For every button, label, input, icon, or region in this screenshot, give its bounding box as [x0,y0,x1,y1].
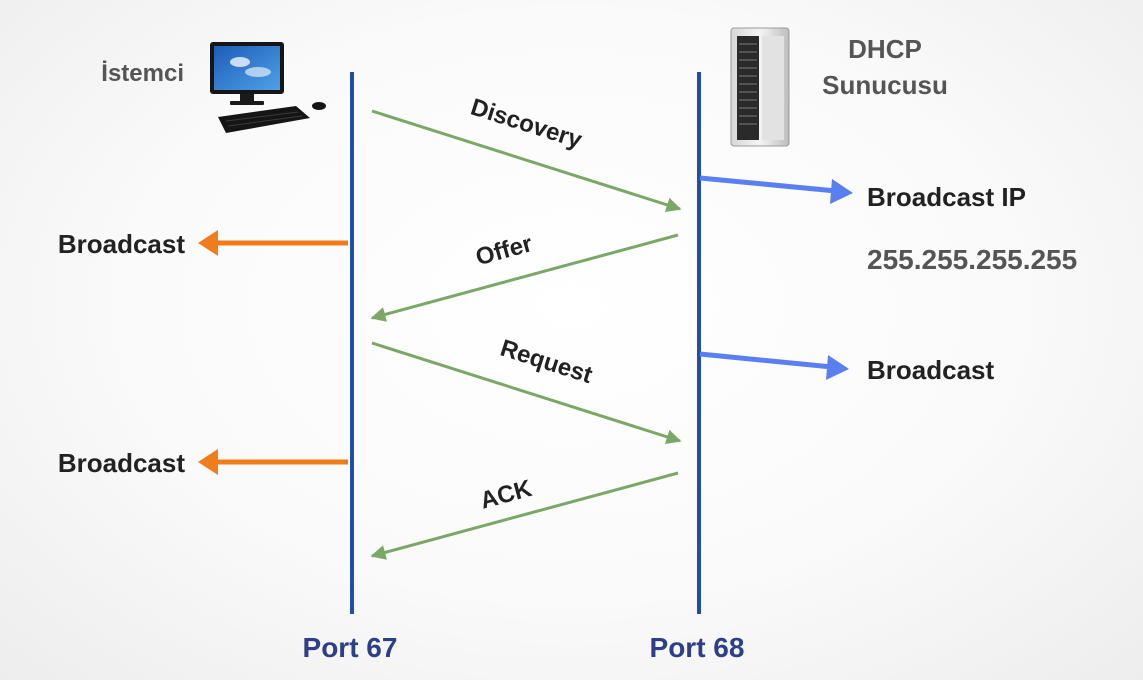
ack-arrow [370,471,679,560]
desktop-computer-icon [210,42,326,133]
right-broadcast-arrow-2 [699,351,849,380]
offer-arrow [370,233,679,322]
server-tower-icon [730,27,790,147]
broadcast-ip-value: 255.255.255.255 [867,244,1077,275]
left-broadcast-label-2: Broadcast [58,448,185,478]
port-67-label: Port 67 [303,632,398,663]
request-arrow [371,341,682,445]
request-label: Request [497,335,595,389]
left-broadcast-label-1: Broadcast [58,229,185,259]
broadcast-ip-label: Broadcast IP [867,182,1026,212]
discovery-label: Discovery [467,94,585,155]
port-68-label: Port 68 [650,632,745,663]
offer-label: Offer [473,230,535,271]
right-broadcast-arrow-1 [699,175,853,204]
left-broadcast-arrow-1 [198,230,348,256]
discovery-arrow [371,109,682,213]
server-label-line1: DHCP [848,34,922,64]
right-broadcast-label: Broadcast [867,355,994,385]
server-label-line2: Sunucusu [822,70,948,100]
client-label: İstemci [101,60,184,87]
ack-label: ACK [477,475,535,515]
left-broadcast-arrow-2 [198,449,348,475]
